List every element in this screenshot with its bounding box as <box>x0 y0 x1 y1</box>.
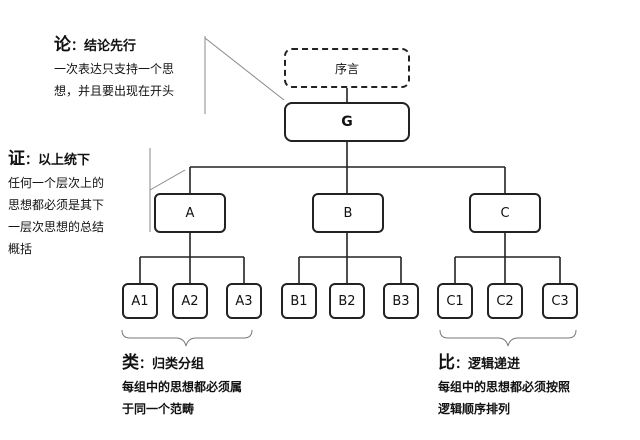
node-g-label: G <box>341 114 353 130</box>
node-b1-label: B1 <box>290 293 308 309</box>
annotation-zheng-line: 思想都必须是其下 <box>8 198 105 212</box>
node-b2: B2 <box>329 283 365 319</box>
node-preface: 序言 <box>284 48 410 88</box>
node-a-label: A <box>185 205 195 221</box>
node-a1-label: A1 <box>131 293 149 309</box>
node-c3-label: C3 <box>551 293 569 309</box>
annotation-zheng: 证：以上统下 任何一个层次上的 思想都必须是其下 一层次思想的总结 概括 <box>8 148 104 260</box>
node-c2: C2 <box>487 283 523 319</box>
node-a2: A2 <box>172 283 208 319</box>
node-c3: C3 <box>542 283 578 319</box>
annotation-lun-line: 一次表达只支持一个思 <box>54 62 175 76</box>
node-b-label: B <box>343 205 353 221</box>
annotation-zheng-line: 概括 <box>8 242 33 256</box>
node-b3-label: B3 <box>392 293 410 309</box>
node-c: C <box>469 193 541 233</box>
node-b3: B3 <box>383 283 419 319</box>
annotation-zheng-line: 一层次思想的总结 <box>8 220 105 234</box>
node-a2-label: A2 <box>181 293 199 309</box>
annotation-lei-line: 于同一个范畴 <box>122 402 195 416</box>
annotation-zheng-line: 任何一个层次上的 <box>8 176 105 190</box>
node-a1: A1 <box>122 283 158 319</box>
node-b1: B1 <box>281 283 317 319</box>
annotation-bi: 比：逻辑递进 每组中的思想都必须按照 逻辑顺序排列 <box>438 352 570 420</box>
node-c-label: C <box>500 205 510 221</box>
annotation-lei-heading: 类：归类分组 <box>122 353 205 373</box>
node-c1-label: C1 <box>446 293 464 309</box>
annotation-lun-heading: 论：结论先行 <box>54 35 137 55</box>
node-a3: A3 <box>226 283 262 319</box>
annotation-lei-line: 每组中的思想都必须属 <box>122 380 243 394</box>
node-a3-label: A3 <box>235 293 253 309</box>
annotation-lun-line: 想，并且要出现在开头 <box>54 84 175 98</box>
node-g: G <box>284 102 410 142</box>
annotation-bi-line: 逻辑顺序排列 <box>438 402 511 416</box>
annotation-lei: 类：归类分组 每组中的思想都必须属 于同一个范畴 <box>122 352 242 420</box>
node-b2-label: B2 <box>338 293 356 309</box>
node-a: A <box>154 193 226 233</box>
annotation-bi-heading: 比：逻辑递进 <box>438 353 521 373</box>
node-c2-label: C2 <box>496 293 514 309</box>
annotation-zheng-heading: 证：以上统下 <box>8 149 91 169</box>
node-c1: C1 <box>437 283 473 319</box>
annotation-bi-line: 每组中的思想都必须按照 <box>438 380 571 394</box>
node-b: B <box>312 193 384 233</box>
node-preface-label: 序言 <box>334 61 359 76</box>
annotation-lun: 论：结论先行 一次表达只支持一个思 想，并且要出现在开头 <box>54 34 174 102</box>
